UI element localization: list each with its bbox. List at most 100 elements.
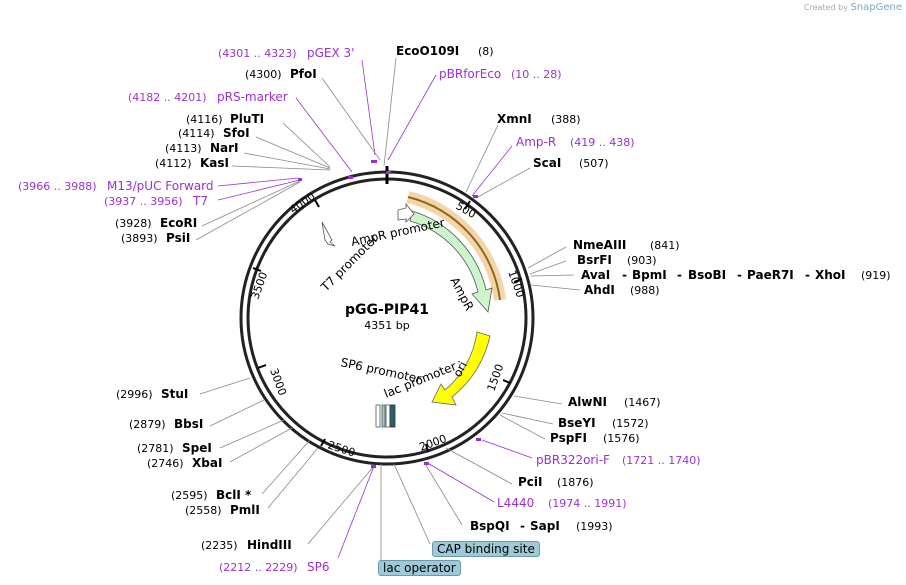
enzyme-avai: AvaI: [581, 268, 610, 282]
enzyme-sapi: SapI: [530, 519, 560, 533]
tick-3500: 3500: [249, 270, 271, 301]
enzyme-hindiii: HindIII: [247, 538, 292, 552]
enzyme-ecoo109i-pos: (8): [478, 45, 494, 58]
primer-pbr322ori-range: (1721 .. 1740): [622, 454, 701, 467]
enzyme-ecori-pos: (3928): [115, 217, 152, 230]
enzyme-alwni: AlwNI: [568, 395, 607, 409]
primer-prs-marker: pRS-marker: [217, 90, 288, 104]
enzyme-pcii: PciI: [518, 475, 543, 489]
enzyme-avai-pos: (919): [861, 269, 891, 282]
tick-marks: [252, 199, 523, 453]
ampr-promoter-arrow: [397, 202, 415, 223]
enzyme-bseyi-pos: (1572): [612, 417, 649, 430]
enzyme-psii-pos: (3893): [121, 232, 158, 245]
lac-region: [375, 404, 396, 428]
enzyme-spei: SpeI: [182, 441, 212, 455]
primer-prs-marker-range: (4182 .. 4201): [128, 91, 207, 104]
enzyme-pluti-pos: (4116): [186, 113, 223, 126]
ampr-highlight-border: [407, 196, 501, 301]
primer-t7-range: (3937 .. 3956): [104, 195, 183, 208]
enzyme-scai-pos: (507): [579, 157, 609, 170]
enzyme-sep-3: -: [737, 268, 742, 282]
primer-l4440: L4440: [497, 496, 534, 510]
lac-operator-label: lac operator: [378, 560, 461, 576]
enzyme-sep-5: -: [520, 519, 525, 533]
leader-lines: [195, 57, 581, 562]
primer-pgex3: pGEX 3': [307, 46, 354, 60]
ampr-arrow: [409, 210, 493, 313]
enzyme-labels: EcoO109I (8) (4300) PfoI XmnI (388) ScaI…: [115, 44, 891, 552]
snapgene-credit: Created by SnapGene: [804, 2, 902, 13]
enzyme-pfoi-pos: (4300): [245, 68, 282, 81]
primer-sp6-range: (2212 .. 2229): [219, 561, 298, 574]
enzyme-xbai: XbaI: [192, 456, 222, 470]
enzyme-bbsi-pos: (2879): [129, 418, 166, 431]
enzyme-stui-pos: (2996): [116, 388, 153, 401]
primer-labels: (4301 .. 4323) pGEX 3' pBRforEco (10 .. …: [18, 46, 701, 574]
enzyme-kasi: KasI: [200, 156, 229, 170]
enzyme-alwni-pos: (1467): [624, 396, 661, 409]
primer-ampr-range: (419 .. 438): [570, 136, 635, 149]
cap-binding-site-label: CAP binding site: [432, 541, 540, 557]
enzyme-ecoo109i: EcoO109I: [396, 44, 459, 58]
enzyme-bcli: BclI *: [216, 488, 252, 502]
enzyme-pmli: PmlI: [230, 503, 260, 517]
enzyme-nari: NarI: [210, 141, 239, 155]
enzyme-bsrfi: BsrFI: [577, 253, 612, 267]
enzyme-sep-1: -: [622, 268, 627, 282]
enzyme-ahdi: AhdI: [584, 283, 615, 297]
primer-markers: [298, 160, 481, 468]
enzyme-pmli-pos: (2558): [185, 504, 222, 517]
enzyme-bseyi: BseYI: [558, 416, 596, 430]
enzyme-bpmi: BpmI: [632, 268, 667, 282]
enzyme-sep-4: -: [805, 268, 810, 282]
enzyme-xmni: XmnI: [497, 112, 532, 126]
enzyme-sep-2: -: [677, 268, 682, 282]
enzyme-pspfi: PspFI: [550, 431, 587, 445]
enzyme-nmeaiii-pos: (841): [650, 239, 680, 252]
ori-arrow: [431, 331, 491, 406]
tick-1500: 1500: [485, 362, 507, 393]
enzyme-pluti: PluTI: [230, 112, 264, 126]
enzyme-bcli-pos: (2595): [171, 489, 208, 502]
primer-ampr: Amp-R: [516, 135, 556, 149]
enzyme-bsobi: BsoBI: [688, 268, 726, 282]
primer-pgex3-range: (4301 .. 4323): [218, 47, 297, 60]
enzyme-bspqi: BspQI: [470, 519, 510, 533]
enzyme-bspqi-pos: (1993): [576, 520, 613, 533]
enzyme-nmeaiii: NmeAIII: [573, 238, 626, 252]
enzyme-spei-pos: (2781): [137, 442, 174, 455]
primer-sp6: SP6: [307, 560, 330, 574]
enzyme-bbsi: BbsI: [174, 417, 203, 431]
ori-label: ori: [450, 359, 470, 379]
enzyme-bsrfi-pos: (903): [627, 254, 657, 267]
enzyme-paer7i: PaeR7I: [747, 268, 794, 282]
plasmid-name: pGG-PIP41: [345, 302, 429, 318]
primer-pbrforeco-range: (10 .. 28): [511, 68, 562, 81]
enzyme-xmni-pos: (388): [551, 113, 581, 126]
enzyme-scai: ScaI: [533, 156, 561, 170]
enzyme-ecori: EcoRI: [160, 216, 197, 230]
primer-m13: M13/pUC Forward: [107, 179, 214, 193]
tick-1000: 1000: [505, 269, 527, 300]
primer-t7: T7: [192, 194, 208, 208]
plasmid-size: 4351 bp: [364, 319, 409, 332]
primer-pbrforeco: pBRforEco: [439, 67, 501, 81]
enzyme-nari-pos: (4113): [165, 142, 202, 155]
enzyme-sfoi-pos: (4114): [178, 127, 215, 140]
enzyme-ahdi-pos: (988): [630, 284, 660, 297]
enzyme-hindiii-pos: (2235): [201, 539, 238, 552]
enzyme-xbai-pos: (2746): [147, 457, 184, 470]
credit-prefix: Created by: [803, 3, 848, 12]
t7-promoter-arrow: [321, 221, 336, 247]
enzyme-pcii-pos: (1876): [557, 476, 594, 489]
enzyme-stui: StuI: [161, 387, 188, 401]
enzyme-sfoi: SfoI: [223, 126, 250, 140]
primer-m13-range: (3966 .. 3988): [18, 180, 97, 193]
enzyme-pfoi: PfoI: [290, 67, 317, 81]
primer-pbr322ori: pBR322ori-F: [536, 453, 610, 467]
enzyme-pspfi-pos: (1576): [603, 432, 640, 445]
enzyme-psii: PsiI: [166, 231, 190, 245]
enzyme-kasi-pos: (4112): [155, 157, 192, 170]
